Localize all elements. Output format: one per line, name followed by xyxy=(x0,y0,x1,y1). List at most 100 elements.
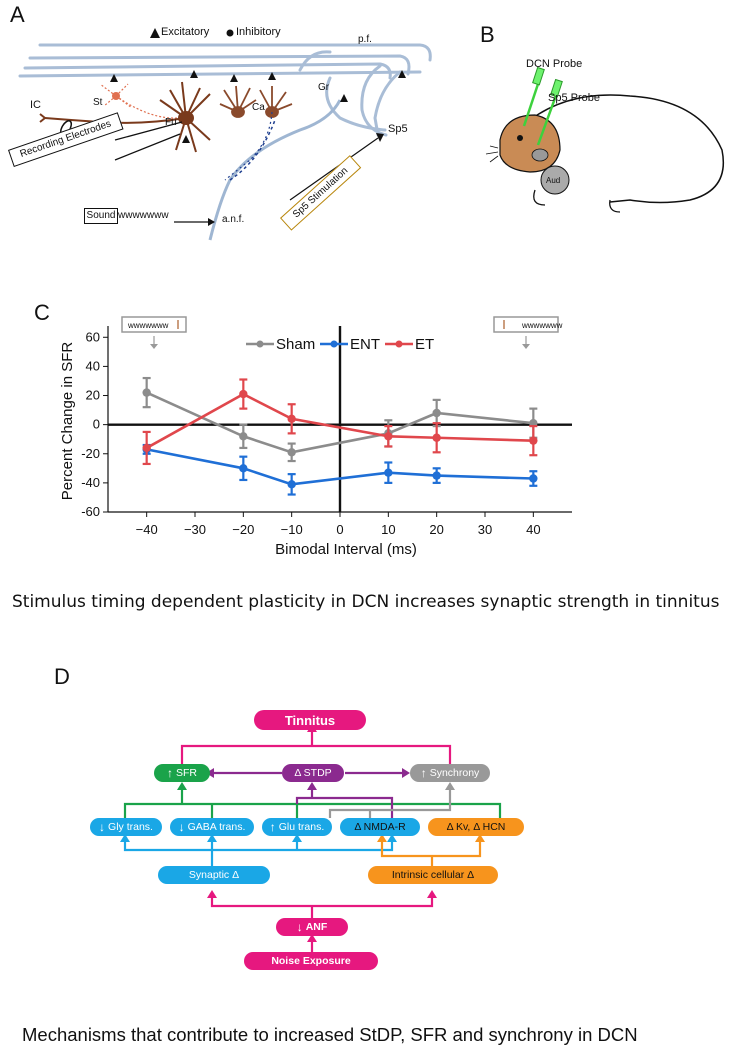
panel-b-guinea-pig xyxy=(485,66,724,213)
label-gr: Gr xyxy=(318,82,330,93)
panel-c-caption: Stimulus timing dependent plasticity in … xyxy=(12,592,720,612)
x-tick-label: −30 xyxy=(184,522,206,537)
x-tick-label: 10 xyxy=(381,522,395,537)
y-tick-label: 0 xyxy=(93,417,100,432)
intrinsic-node: Intrinsic cellular Δ xyxy=(368,866,498,884)
label-ca: Ca xyxy=(252,102,265,113)
kv-hcn-node: Δ Kv, Δ HCN xyxy=(428,818,524,836)
y-tick-label: 60 xyxy=(86,329,100,344)
panel-d-letter: D xyxy=(54,664,70,689)
aud-ear-icon xyxy=(540,165,570,195)
y-tick-label: -40 xyxy=(81,475,100,490)
x-tick-label: 30 xyxy=(478,522,492,537)
inhibitory-dot-icon xyxy=(226,29,234,37)
data-point-et xyxy=(287,414,296,424)
excitatory-triangle-icon xyxy=(150,28,160,38)
y-tick-label: 40 xyxy=(86,358,100,373)
series-line-ent xyxy=(146,448,534,486)
sp5-probe-shaft xyxy=(536,89,560,146)
data-point-ent xyxy=(529,474,538,483)
anf-node: ↓ANF xyxy=(276,918,348,936)
data-point-ent xyxy=(384,468,393,477)
legend-excitatory-label: Excitatory xyxy=(161,26,210,38)
legend-label-et: ET xyxy=(415,336,434,353)
panel-a-diagram: wwwwwww xyxy=(18,28,432,241)
x-tick-label: 0 xyxy=(336,522,343,537)
data-point-et xyxy=(142,443,151,453)
data-point-et xyxy=(239,389,248,399)
tinnitus-node: Tinnitus xyxy=(254,710,366,730)
legend-marker xyxy=(395,340,403,348)
down-arrow-icon: ↓ xyxy=(178,820,185,834)
label-anf: a.n.f. xyxy=(222,214,245,225)
panel-a-letter: A xyxy=(10,2,25,27)
up-arrow-icon: ↑ xyxy=(420,766,427,780)
sound-box: Sound xyxy=(84,208,118,224)
noise-exposure-node: Noise Exposure xyxy=(244,952,378,970)
synapse-markers xyxy=(110,70,406,143)
gly-trans-node: ↓Gly trans. xyxy=(90,818,162,836)
data-point-ent xyxy=(239,464,248,473)
legend-marker xyxy=(256,340,264,348)
stdp-node: Δ STDP xyxy=(282,764,344,782)
x-tick-label: 40 xyxy=(526,522,540,537)
label-st: St xyxy=(93,97,103,108)
data-point-sham xyxy=(239,432,248,441)
x-tick-label: 20 xyxy=(429,522,443,537)
data-point-et xyxy=(384,432,393,441)
data-point-sham xyxy=(287,448,296,457)
data-point-ent xyxy=(287,480,296,489)
synchrony-node: ↑Synchrony xyxy=(410,764,490,782)
dcn-probe-shaft xyxy=(522,77,542,127)
up-arrow-icon: ↑ xyxy=(167,766,173,780)
panel-d-caption: Mechanisms that contribute to increased … xyxy=(22,1024,638,1045)
label-fu: Fu xyxy=(165,117,177,128)
legend-label-sham: Sham xyxy=(276,336,315,353)
data-point-ent xyxy=(432,471,441,480)
label-pf: p.f. xyxy=(358,34,372,45)
label-sp5: Sp5 xyxy=(388,123,408,135)
legend-inhibitory-label: Inhibitory xyxy=(236,26,281,38)
head-icon xyxy=(499,114,561,173)
cartwheel-cells xyxy=(219,85,293,181)
panel-b-letter: B xyxy=(480,22,495,47)
y-tick-label: -20 xyxy=(81,446,100,461)
data-point-et xyxy=(529,436,538,445)
stellate-cell xyxy=(99,83,181,119)
gaba-trans-node: ↓GABA trans. xyxy=(170,818,254,836)
mechanism-connectors xyxy=(120,724,502,952)
x-tick-label: −40 xyxy=(136,522,158,537)
dcn-probe-icon xyxy=(532,66,545,86)
sfr-node: ↑SFR xyxy=(154,764,210,782)
down-arrowhead-icon xyxy=(522,344,530,349)
nmda-node: Δ NMDA-R xyxy=(340,818,420,836)
down-arrowhead-icon xyxy=(150,344,158,349)
series-line-et xyxy=(146,392,534,450)
series-line-sham xyxy=(146,391,534,454)
x-tick-label: −10 xyxy=(281,522,303,537)
parallel-fibers xyxy=(18,43,432,137)
stimulus-order-box-left xyxy=(121,316,187,333)
y-tick-label: 20 xyxy=(86,388,100,403)
synaptic-node: Synaptic Δ xyxy=(158,866,270,884)
sound-wave-icon: wwwwwww xyxy=(521,321,563,330)
y-tick-label: -60 xyxy=(81,504,100,519)
label-ic: IC xyxy=(30,99,41,111)
sp5-probe-label: Sp5 Probe xyxy=(548,92,600,104)
aud-label: Aud xyxy=(546,176,561,185)
y-axis-label: Percent Change in SFR xyxy=(59,342,76,501)
legend-label-ent: ENT xyxy=(350,336,380,353)
dcn-probe-label: DCN Probe xyxy=(526,58,583,70)
down-arrow-icon: ↓ xyxy=(296,920,303,934)
data-point-sham xyxy=(432,408,441,418)
down-arrow-icon: ↓ xyxy=(99,820,106,834)
stimulus-order-box-right xyxy=(493,316,559,333)
data-point-et xyxy=(432,433,441,442)
svg-text:wwwwwww: wwwwwww xyxy=(117,210,169,221)
sound-wave-icon: wwwwwww xyxy=(127,321,169,330)
auditory-nerve-fiber xyxy=(208,99,342,241)
up-arrow-icon: ↑ xyxy=(269,820,276,834)
legend-marker xyxy=(330,340,338,348)
x-axis-label: Bimodal Interval (ms) xyxy=(275,541,417,558)
